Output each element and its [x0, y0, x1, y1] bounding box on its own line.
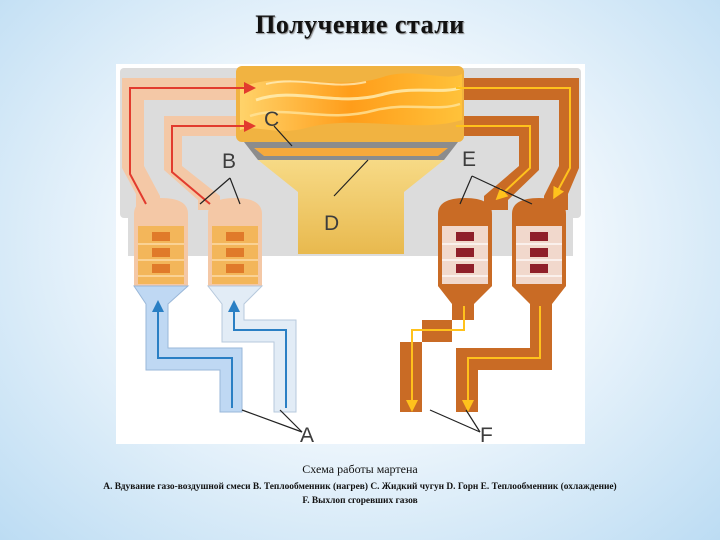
label-a: A	[300, 424, 314, 444]
right-regenerator-bricks	[456, 232, 548, 273]
heating-arrows	[129, 82, 256, 205]
figure-caption: Схема работы мартена	[302, 462, 418, 476]
molten-iron-layer	[244, 142, 458, 160]
label-d: D	[324, 212, 339, 235]
figure-legend: A. Вдувание газо-воздушной смеси B. Тепл…	[10, 480, 710, 508]
label-e: E	[462, 148, 476, 171]
legend-line-1: A. Вдувание газо-воздушной смеси B. Тепл…	[103, 482, 617, 492]
air-inlet-ducts	[133, 285, 297, 413]
right-regenerators	[438, 198, 566, 310]
callout-lines	[199, 125, 533, 433]
page-title: Получение стали	[255, 10, 465, 39]
open-hearth-diagram: C B E D A F	[116, 64, 585, 444]
exhaust-arrows	[406, 87, 571, 412]
exhaust-outlet-ducts	[400, 286, 566, 412]
legend-line-2: F. Выхлоп сгоревших газов	[302, 496, 418, 506]
left-regenerators	[134, 198, 262, 310]
label-b: B	[222, 150, 236, 173]
label-c: C	[264, 108, 279, 131]
flame	[240, 73, 462, 131]
left-regenerator-bricks	[152, 232, 244, 273]
label-f: F	[480, 424, 493, 444]
hearth	[258, 160, 444, 254]
cold-air-arrows	[152, 300, 287, 408]
furnace-top-chamber	[236, 66, 464, 142]
